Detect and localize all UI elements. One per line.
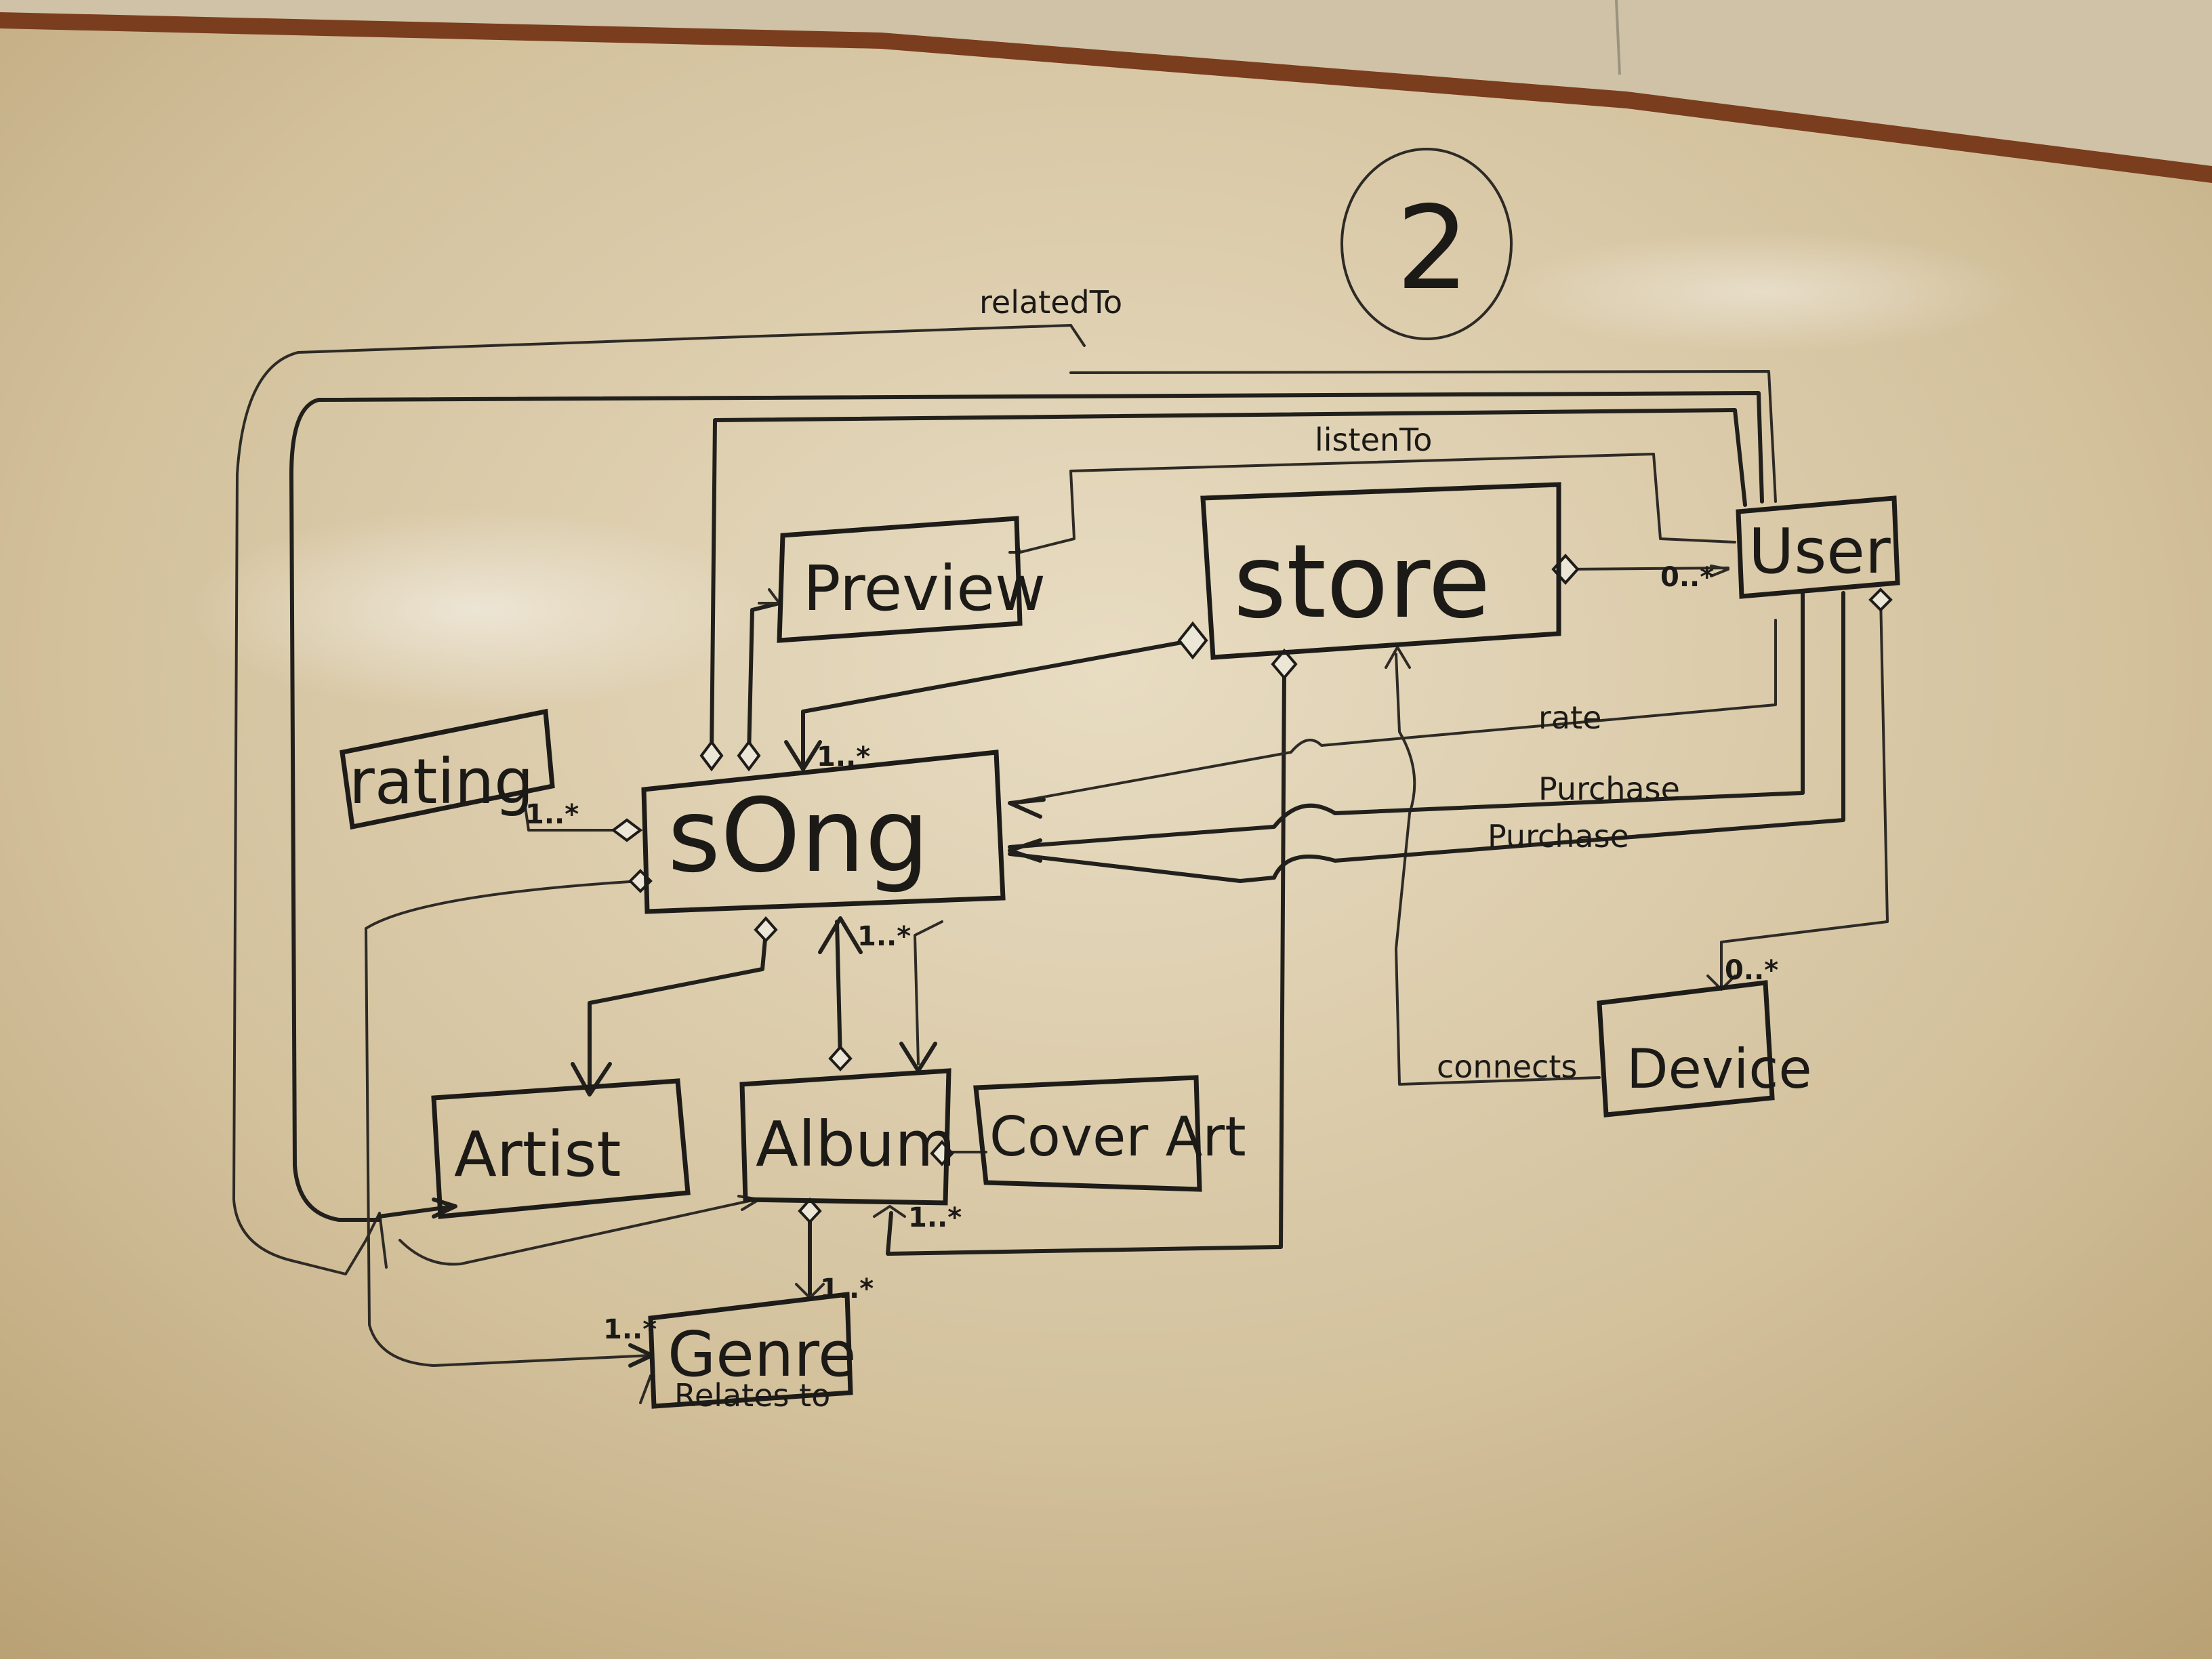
- class-store: store: [1200, 482, 1561, 660]
- class-preview: Preview: [777, 516, 1046, 643]
- class-album: Album: [739, 1068, 956, 1206]
- class-user-label: User: [1748, 515, 1891, 588]
- label-relates-to: Relates to: [674, 1377, 830, 1414]
- class-genre-label: Genre: [668, 1318, 857, 1391]
- mult-genre-in: 1..*: [603, 1314, 657, 1345]
- connector-lines: [232, 324, 1889, 1404]
- multiplicity-labels: 1..* 1..* 0..* 1..* 1..* 1..* 1..* 0..*: [525, 562, 1778, 1345]
- page-number: 2: [1396, 182, 1469, 316]
- class-song: sOng: [641, 750, 1006, 914]
- mult-song-album: 1..*: [857, 921, 911, 952]
- mult-store-user: 0..*: [1660, 562, 1714, 593]
- mult-store-song: 1..*: [817, 741, 870, 773]
- board-top-frame: [0, 0, 2212, 169]
- label-purchase-1: Purchase: [1538, 771, 1680, 807]
- class-user: User: [1736, 495, 1900, 599]
- mult-album-genre: 1..*: [820, 1273, 874, 1305]
- class-device: Device: [1597, 980, 1812, 1118]
- class-artist: Artist: [431, 1078, 691, 1219]
- light-glare: [1504, 230, 2020, 352]
- class-album-label: Album: [756, 1108, 956, 1181]
- class-genre: Genre: [648, 1292, 857, 1409]
- label-connects: connects: [1437, 1048, 1577, 1085]
- board-panel-seam: [1615, 0, 1621, 75]
- aggregation-diamonds: [611, 554, 1893, 1224]
- label-listen-to: listenTo: [1315, 422, 1432, 458]
- label-purchase-2: Purchase: [1488, 818, 1629, 855]
- relation-labels: relatedTo listenTo rate Purchase Purchas…: [674, 284, 1680, 1414]
- class-artist-label: Artist: [454, 1118, 621, 1191]
- light-glare: [190, 508, 759, 712]
- class-device-label: Device: [1626, 1038, 1812, 1101]
- label-rate: rate: [1538, 699, 1601, 736]
- mult-song-rating: 1..*: [525, 799, 579, 830]
- class-cover-art: Cover Art: [973, 1075, 1246, 1192]
- class-store-label: store: [1233, 523, 1490, 641]
- class-rating: rating: [340, 708, 555, 830]
- page-number-circle: [1340, 148, 1513, 340]
- class-rating-label: rating: [349, 745, 534, 818]
- class-preview-label: Preview: [803, 552, 1046, 625]
- mult-user-device: 0..*: [1725, 955, 1778, 986]
- mult-album-store: 1..*: [908, 1202, 962, 1233]
- class-cover-art-label: Cover Art: [989, 1105, 1246, 1168]
- board-top-rail: [0, 12, 2212, 183]
- label-related-to: relatedTo: [979, 284, 1122, 321]
- class-song-label: sOng: [668, 777, 930, 895]
